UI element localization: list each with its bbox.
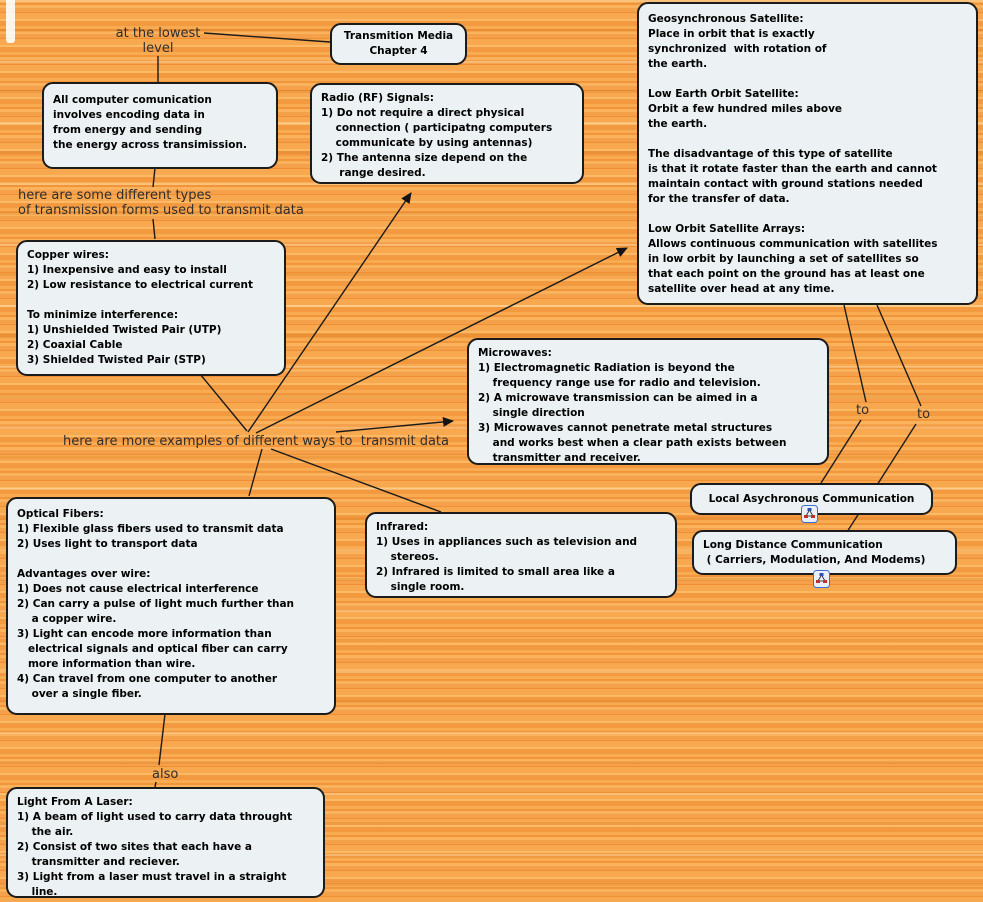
line-satellite-to-toright (876, 304, 922, 407)
line-hub-to-radio-arrow (247, 192, 412, 433)
concept-transmission-media-title[interactable]: Transmition Media Chapter 4 (330, 23, 467, 65)
canvas-edge-artifact (6, 0, 15, 43)
line-toleft-to-localasync (820, 419, 862, 484)
concept-long-distance-communication[interactable]: Long Distance Communication ( Carriers, … (692, 530, 957, 575)
line-label-to-microwaves-arrow (335, 416, 454, 433)
line-optical-to-also-label (158, 713, 166, 766)
concept-optical-fibers[interactable]: Optical Fibers: 1) Flexible glass fibers… (6, 497, 336, 715)
linking-phrase-also[interactable]: also (152, 767, 179, 782)
concept-satellites[interactable]: Geosynchronous Satellite: Place in orbit… (637, 2, 978, 305)
line-also-label-to-laser (154, 781, 157, 788)
linking-phrase-more-examples[interactable]: here are more examples of different ways… (63, 434, 449, 449)
resource-map-icon[interactable] (801, 505, 818, 523)
linking-phrase-to-left[interactable]: to (856, 403, 870, 418)
line-hub-to-infrared (270, 448, 442, 513)
concept-radio-rf-signals[interactable]: Radio (RF) Signals: 1) Do not require a … (310, 83, 584, 184)
concept-light-from-a-laser[interactable]: Light From A Laser: 1) A beam of light u… (6, 787, 325, 898)
resource-map-icon[interactable] (813, 570, 830, 588)
line-satellite-to-toleft (843, 304, 867, 403)
concept-all-computer-communication[interactable]: All computer comunication involves encod… (42, 82, 278, 169)
line-types-label-to-copper (152, 218, 156, 240)
linking-phrase-to-right[interactable]: to (917, 407, 931, 422)
concept-microwaves[interactable]: Microwaves: 1) Electromagnetic Radiation… (467, 338, 829, 465)
line-copper-to-hub (199, 373, 248, 432)
line-hub-to-optical (248, 448, 263, 497)
line-toright-to-longdistance (846, 423, 917, 533)
line-allcomputer-to-types-label (152, 167, 156, 188)
line-title-to-lowest-label (203, 32, 331, 43)
concept-infrared[interactable]: Infrared: 1) Uses in appliances such as … (365, 512, 677, 598)
linking-phrase-some-different-types[interactable]: here are some different types of transmi… (18, 188, 304, 218)
concept-copper-wires[interactable]: Copper wires: 1) Inexpensive and easy to… (16, 240, 286, 376)
line-hub-to-satellite-arrow (255, 247, 628, 434)
linking-phrase-at-the-lowest-level[interactable]: at the lowest level (115, 26, 201, 56)
